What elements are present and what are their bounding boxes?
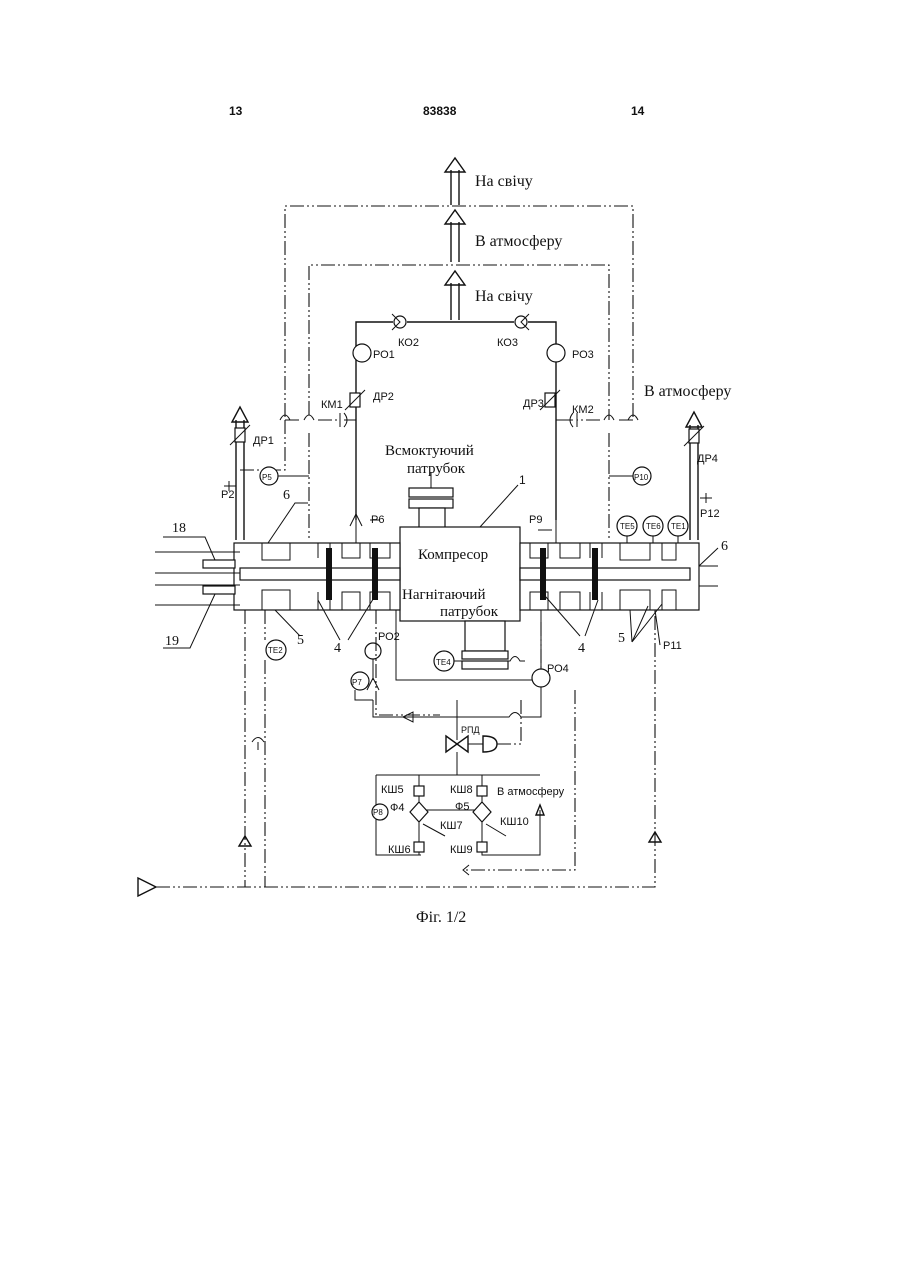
label-km1: КМ1 bbox=[321, 399, 343, 411]
label-p8: Р8 bbox=[373, 808, 383, 817]
discharge-pipe-label-line1: Нагнітаючий bbox=[402, 587, 485, 603]
ball-valve-ksh6-icon bbox=[414, 842, 424, 852]
inlet-triangle-icon bbox=[138, 878, 156, 896]
seal-disc-right-2 bbox=[592, 548, 598, 600]
callout-6-right: 6 bbox=[721, 539, 728, 554]
label-rpd: РПД bbox=[461, 725, 480, 735]
label-dr1: ДР1 bbox=[253, 435, 274, 447]
filter-f5-icon bbox=[473, 802, 491, 822]
ball-valve-ksh5-icon bbox=[414, 786, 424, 796]
label-ksh10: КШ10 bbox=[500, 816, 529, 828]
callout-1: 1 bbox=[519, 473, 526, 487]
label-ksh8: КШ8 bbox=[450, 784, 473, 796]
compressor-label: Компресор bbox=[418, 547, 488, 563]
callout-18: 18 bbox=[172, 521, 186, 536]
label-f4: Ф4 bbox=[390, 802, 404, 814]
label-p7: Р7 bbox=[352, 678, 362, 687]
label-te4: ТЕ4 bbox=[436, 658, 451, 667]
label-te2: ТЕ2 bbox=[268, 646, 283, 655]
suction-flange-bottom bbox=[409, 499, 453, 508]
label-ro1: РО1 bbox=[373, 349, 395, 361]
callout-5-left: 5 bbox=[297, 633, 304, 648]
outlet-flare-top-label: На свічу bbox=[475, 173, 533, 190]
label-ksh7: КШ7 bbox=[440, 820, 463, 832]
filter-f4-icon bbox=[410, 802, 428, 822]
seal-disc-left-1 bbox=[326, 548, 332, 600]
label-ko2: КО2 bbox=[398, 337, 419, 349]
label-ksh9: КШ9 bbox=[450, 844, 473, 856]
compressor-assembly bbox=[400, 472, 520, 669]
pressure-gauge-ro2-icon bbox=[365, 643, 381, 659]
label-dr2: ДР2 bbox=[373, 391, 394, 403]
seal-disc-left-2 bbox=[372, 548, 378, 600]
discharge-pipe-label-line2: патрубок bbox=[440, 604, 499, 620]
discharge-flange-bottom bbox=[462, 661, 508, 669]
label-ro2: РО2 bbox=[378, 631, 400, 643]
outlet-flare-inner-label: На свічу bbox=[475, 288, 533, 305]
label-p6: Р6 bbox=[371, 514, 384, 526]
callout-19: 19 bbox=[165, 634, 179, 649]
outlet-atmosphere-top-label: В атмосферу bbox=[475, 233, 562, 250]
label-te5: ТЕ5 bbox=[620, 522, 635, 531]
label-ksh6: КШ6 bbox=[388, 844, 411, 856]
label-te1: ТЕ1 bbox=[671, 522, 686, 531]
label-ro4: РО4 bbox=[547, 663, 569, 675]
seal-disc-right-1 bbox=[540, 548, 546, 600]
label-p5: Р5 bbox=[262, 473, 272, 482]
label-ksh5: КШ5 bbox=[381, 784, 404, 796]
shaft-end-19 bbox=[203, 586, 235, 594]
relief-loop bbox=[280, 314, 638, 520]
label-te6: ТЕ6 bbox=[646, 522, 661, 531]
label-dr4: ДР4 bbox=[697, 453, 718, 465]
label-f5: Ф5 bbox=[455, 801, 469, 813]
callout-4-left: 4 bbox=[334, 641, 341, 656]
shaft-end-18 bbox=[203, 560, 235, 568]
pressure-gauge-ro1-icon bbox=[353, 344, 371, 362]
ball-valve-ksh9-icon bbox=[477, 842, 487, 852]
label-p10: Р10 bbox=[634, 473, 649, 482]
callout-5-right: 5 bbox=[618, 631, 625, 646]
callout-6-left: 6 bbox=[283, 488, 290, 503]
suction-flange-top bbox=[409, 488, 453, 497]
label-p12: Р12 bbox=[700, 508, 720, 520]
discharge-flange-top bbox=[462, 651, 508, 659]
label-p9: Р9 bbox=[529, 514, 542, 526]
label-p2: Р2 bbox=[221, 489, 234, 501]
label-dr3: ДР3 bbox=[523, 398, 544, 410]
figure-caption: Фіг. 1/2 bbox=[416, 909, 466, 926]
label-p11: Р11 bbox=[663, 640, 682, 652]
label-ro3: РО3 bbox=[572, 349, 594, 361]
outlet-atmosphere-right-label: В атмосферу bbox=[644, 383, 731, 400]
discharge-pipe bbox=[465, 621, 505, 651]
ball-valve-ksh8-icon bbox=[477, 786, 487, 796]
outlet-atmosphere-filters-label: В атмосферу bbox=[497, 786, 565, 798]
label-km2: КМ2 bbox=[572, 404, 594, 416]
pressure-gauge-ro3-icon bbox=[547, 344, 565, 362]
suction-pipe-label-line2: патрубок bbox=[407, 461, 466, 477]
suction-pipe-label-line1: Всмоктуючий bbox=[385, 443, 474, 459]
label-ko3: КО3 bbox=[497, 337, 518, 349]
callout-4-right: 4 bbox=[578, 641, 585, 656]
